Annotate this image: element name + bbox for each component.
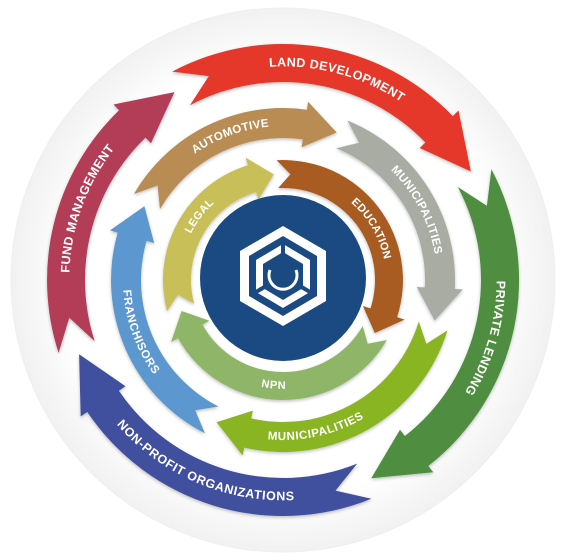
inner_ring-segment-education [276,160,405,333]
outer_ring-segment-non-profit-organizations [79,354,372,517]
hexagon-cube-logo-icon [240,226,326,326]
middle_ring-segment-franchisors [110,206,219,434]
middle_ring-segment-automotive [134,101,337,209]
outer_ring-segment-land-development [172,43,471,172]
inner_ring-segment-legal [162,157,274,312]
inner_ring-segment-npn [171,311,387,401]
middle_ring-segment-municipalities [216,321,448,456]
center-hub [200,195,366,361]
outer_ring-segment-fund-management [47,92,175,353]
middle_ring-segment-municipalities [336,120,463,321]
inner_ring-label-2: NPN [261,378,287,392]
outer_ring-segment-private-lending [371,169,520,479]
